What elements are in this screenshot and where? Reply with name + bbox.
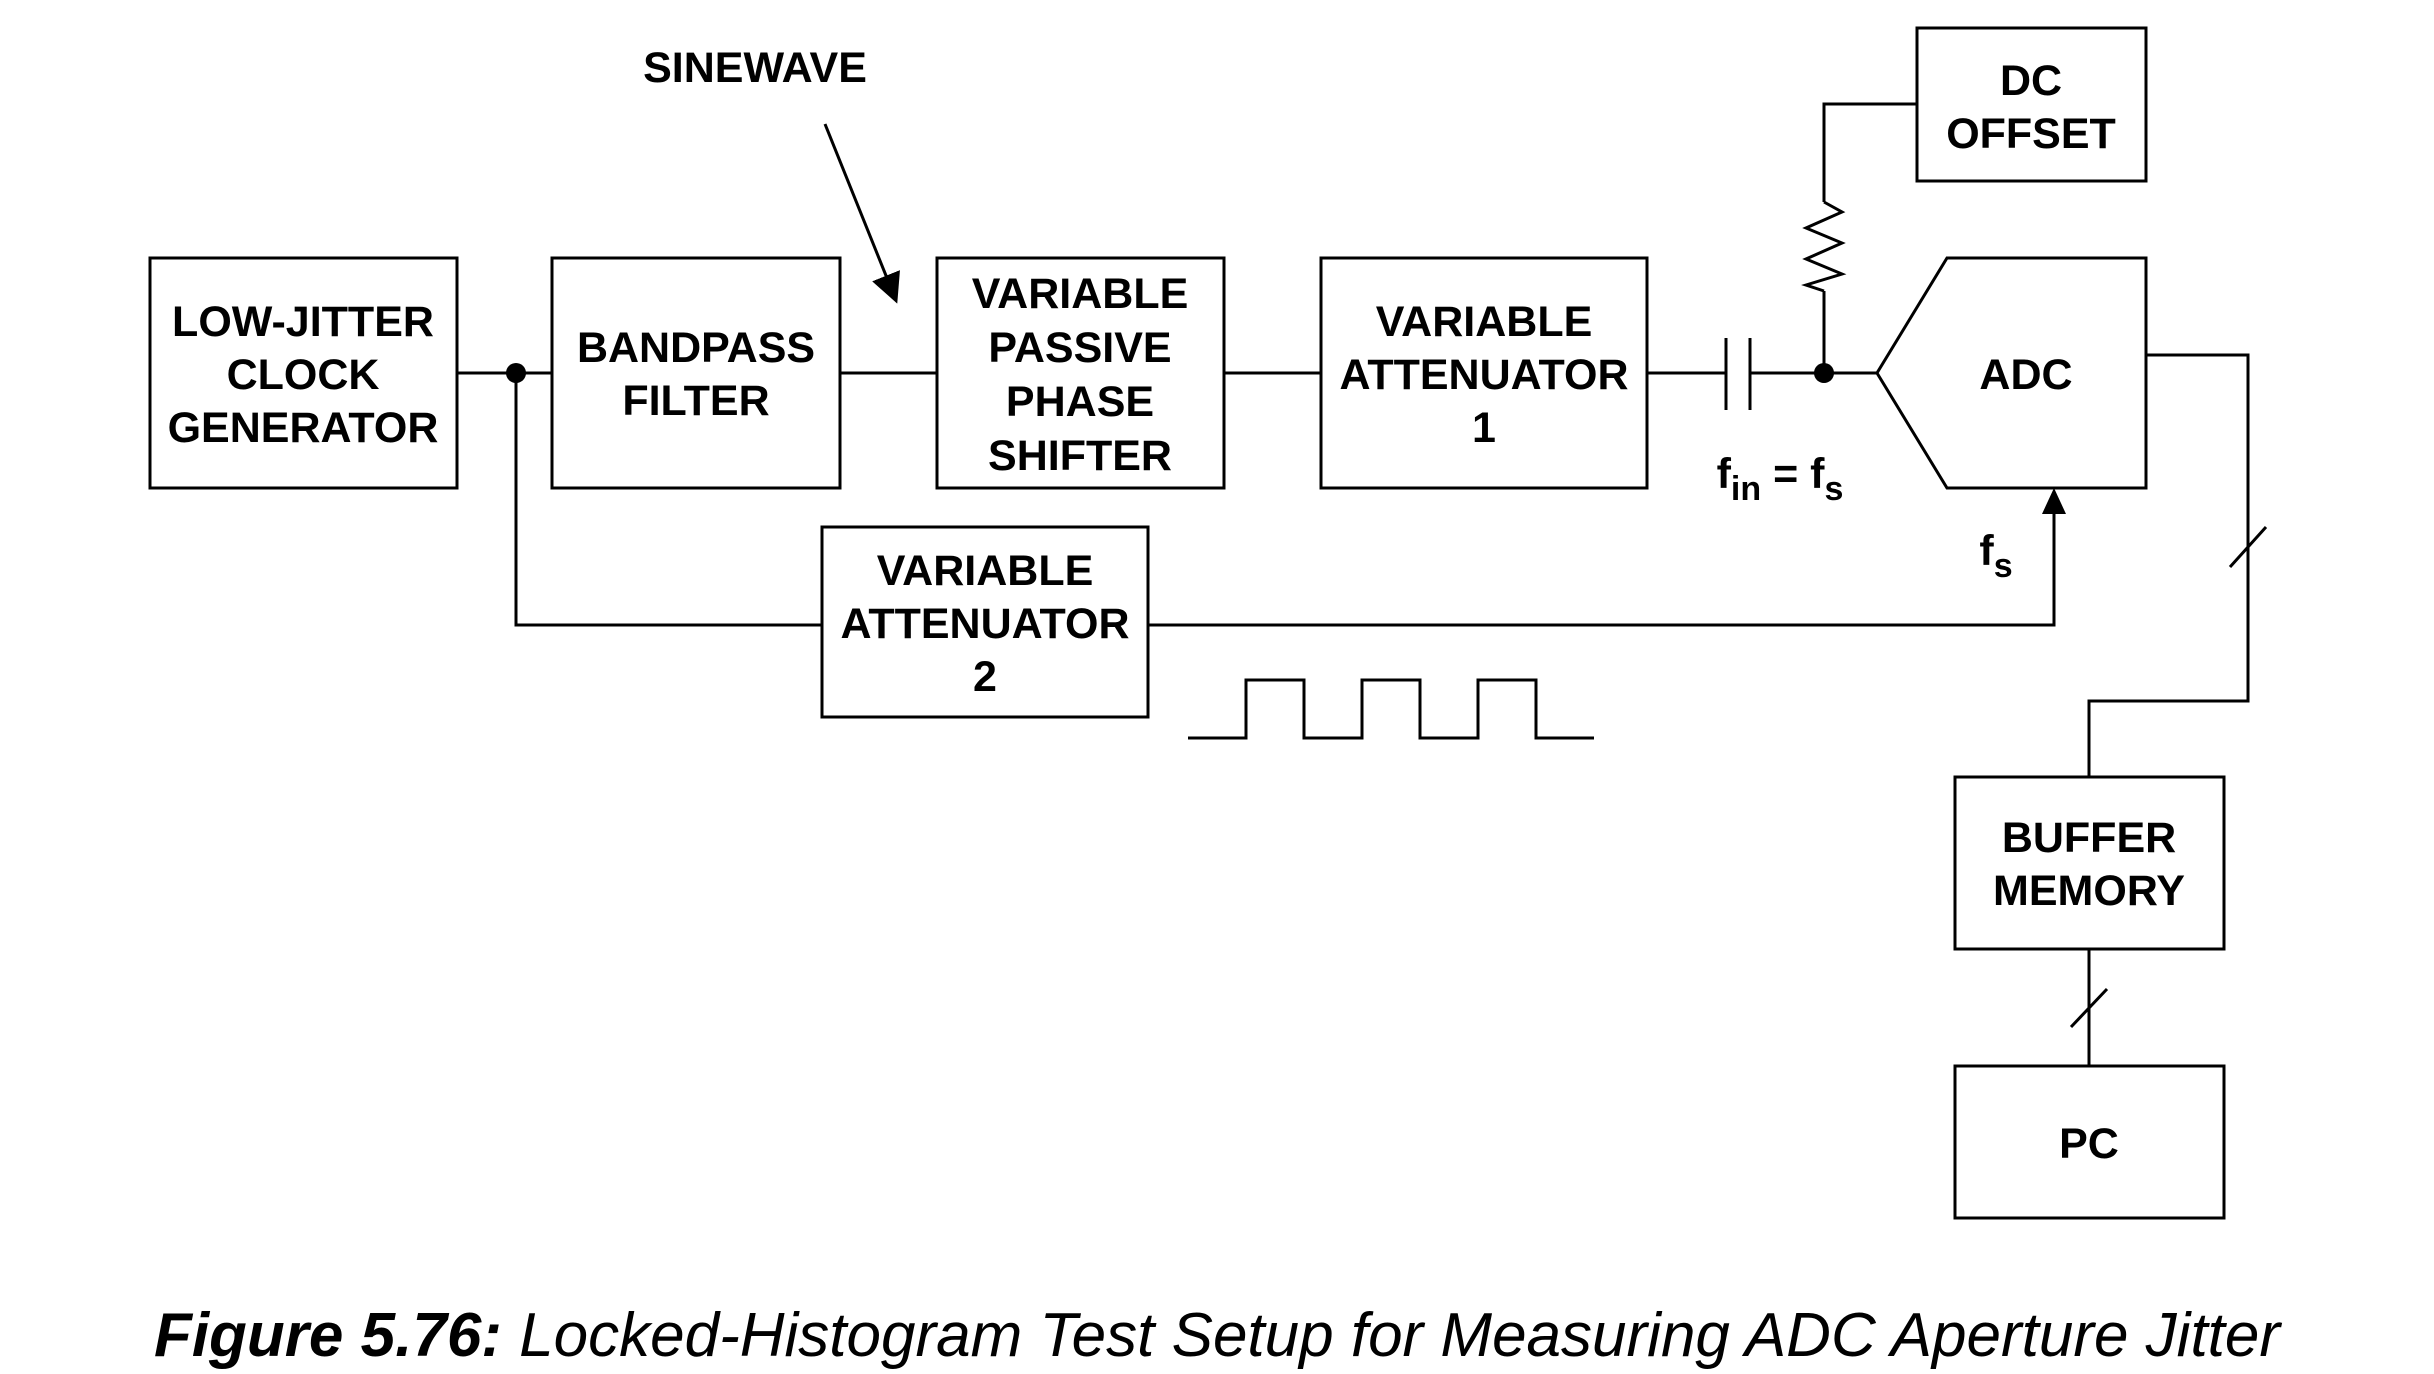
- pc-block: PC: [1953, 1064, 2226, 1220]
- svg-text:PC: PC: [2059, 1120, 2119, 1168]
- sinewave-label: SINEWAVE: [643, 44, 867, 92]
- adc-block: ADC: [1875, 256, 2148, 490]
- bus-slash-adc: [2228, 525, 2268, 569]
- capacitor-symbol: [1724, 338, 1752, 410]
- junction-dot-clock: [506, 363, 526, 383]
- junction-dot-adc-input: [1814, 363, 1834, 383]
- adc-clock-arrow: [2042, 488, 2066, 514]
- fin-equals-fs-label: fin = fs: [1717, 450, 1844, 508]
- bus-slash-buffer: [2069, 987, 2109, 1029]
- figure-caption: Figure 5.76: Locked-Histogram Test Setup…: [154, 1301, 2282, 1370]
- sinewave-pointer-arrow: [823, 123, 900, 304]
- signal-wires: [457, 102, 2250, 1066]
- svg-text:ADC: ADC: [1979, 351, 2072, 399]
- square-wave: [1188, 678, 1594, 740]
- resistor-symbol: [1801, 200, 1847, 293]
- fs-label: fs: [1979, 527, 2012, 585]
